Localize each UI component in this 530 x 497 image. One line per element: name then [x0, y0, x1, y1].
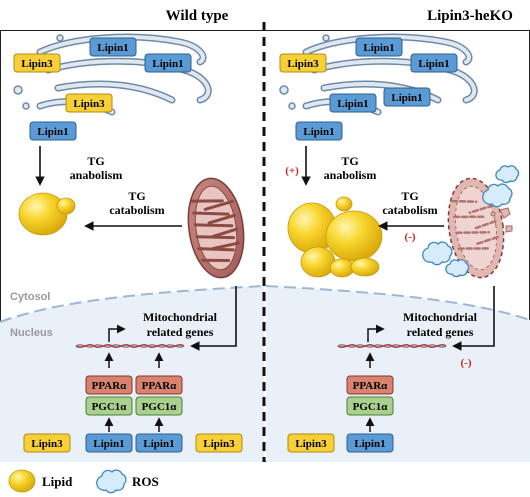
nucleus-label: Nucleus — [10, 327, 53, 339]
svg-text:PPARα: PPARα — [92, 380, 128, 392]
svg-text:PGC1α: PGC1α — [142, 401, 178, 413]
lipin1-box: Lipin1 — [383, 87, 431, 107]
tg-label: TG — [87, 154, 104, 168]
svg-text:Lipin1: Lipin1 — [37, 126, 68, 138]
lipin1-box: Lipin1 — [85, 433, 133, 453]
svg-text:Lipin1: Lipin1 — [97, 42, 128, 54]
pgc1a-box: PGC1α — [85, 396, 133, 416]
left-nucleus-region — [0, 285, 264, 462]
mitochondrial-genes-label: Mitochondrial — [403, 310, 478, 324]
ros-cloud — [422, 241, 453, 266]
ros-cloud — [482, 183, 513, 208]
svg-text:Lipin1: Lipin1 — [152, 58, 183, 70]
ppara-box: PPARα — [346, 375, 394, 395]
lipin1-box: Lipin1 — [144, 53, 192, 73]
mitochondrion — [187, 177, 245, 279]
cytosol-label: Cytosol — [10, 291, 50, 303]
lipin1-box: Lipin1 — [135, 433, 183, 453]
lipin1-box: Lipin1 — [346, 433, 394, 453]
ppara-box: PPARα — [135, 375, 183, 395]
lipin3-box: Lipin3 — [65, 93, 113, 113]
right-nucleus-region — [266, 285, 530, 462]
catabolism-label: catabolism — [382, 203, 437, 217]
ros-cloud — [445, 259, 470, 278]
pgc1a-box: PGC1α — [135, 396, 183, 416]
svg-text:Lipin3: Lipin3 — [31, 438, 63, 450]
svg-text:PPARα: PPARα — [142, 380, 178, 392]
right-panel-title: Lipin3-heKO — [427, 8, 513, 24]
svg-text:Lipin3: Lipin3 — [295, 438, 327, 450]
legend: Lipid ROS — [8, 469, 159, 494]
svg-text:Lipin3: Lipin3 — [287, 58, 319, 70]
lipin1-box: Lipin1 — [89, 37, 137, 57]
svg-text:PPARα: PPARα — [353, 380, 389, 392]
tg-label: TG — [341, 154, 358, 168]
decrease-sign: (-) — [405, 231, 416, 243]
transcription-arrow — [367, 324, 385, 342]
svg-text:Lipin1: Lipin1 — [337, 98, 368, 110]
lipin1-box: Lipin1 — [29, 121, 77, 141]
svg-text:Lipin1: Lipin1 — [93, 438, 124, 450]
ros-legend-label: ROS — [132, 474, 159, 489]
lipin1-box: Lipin1 — [295, 121, 343, 141]
svg-text:Lipin3: Lipin3 — [21, 58, 53, 70]
lipin3-box: Lipin3 — [287, 433, 335, 453]
lipin3-box: Lipin3 — [195, 433, 243, 453]
svg-text:Lipin1: Lipin1 — [143, 438, 174, 450]
svg-text:Lipin1: Lipin1 — [303, 126, 334, 138]
anabolism-label: anabolism — [70, 168, 123, 182]
svg-text:Lipin1: Lipin1 — [391, 92, 422, 104]
dna-strand — [337, 344, 447, 348]
mito-gene-feedback-arrow — [452, 286, 495, 351]
decrease-sign: (-) — [461, 357, 472, 369]
lipin3-box: Lipin3 — [13, 53, 61, 73]
mitochondrial-genes-label: Mitochondrial — [143, 310, 218, 324]
svg-text:PGC1α: PGC1α — [353, 401, 389, 413]
ros-legend-icon — [96, 469, 127, 494]
dna-strand — [75, 344, 185, 348]
mitochondrial-debris — [490, 207, 513, 233]
lipin1-box: Lipin1 — [410, 53, 458, 73]
tg-label: TG — [128, 189, 145, 203]
ros-cloud — [495, 165, 520, 184]
lipin3-box: Lipin3 — [279, 53, 327, 73]
lipin3-box: Lipin3 — [23, 433, 71, 453]
pgc1a-box: PGC1α — [346, 396, 394, 416]
lipin1-box: Lipin1 — [355, 37, 403, 57]
svg-text:Lipin1: Lipin1 — [418, 58, 449, 70]
increase-sign: (+) — [285, 165, 299, 177]
catabolism-label: catabolism — [109, 203, 164, 217]
anabolism-label: anabolism — [324, 168, 377, 182]
lipid-droplet-group — [18, 192, 76, 236]
svg-text:Lipin3: Lipin3 — [73, 98, 105, 110]
mitochondrial-genes-label: related genes — [147, 325, 214, 339]
svg-text:Lipin1: Lipin1 — [363, 42, 394, 54]
left-panel-title: Wild type — [166, 8, 229, 24]
svg-text:Lipin3: Lipin3 — [203, 438, 235, 450]
mito-gene-feedback-arrow — [190, 286, 237, 351]
svg-text:PGC1α: PGC1α — [92, 401, 128, 413]
lipid-legend-label: Lipid — [42, 474, 73, 489]
svg-text:Lipin1: Lipin1 — [354, 438, 385, 450]
lipin1-box: Lipin1 — [329, 93, 377, 113]
lipid-legend-icon — [8, 469, 36, 493]
lipid-droplet-cluster — [287, 196, 383, 278]
transcription-arrow — [108, 324, 126, 342]
mitochondrial-genes-label: related genes — [407, 325, 474, 339]
tg-label: TG — [401, 189, 418, 203]
ppara-box: PPARα — [85, 375, 133, 395]
